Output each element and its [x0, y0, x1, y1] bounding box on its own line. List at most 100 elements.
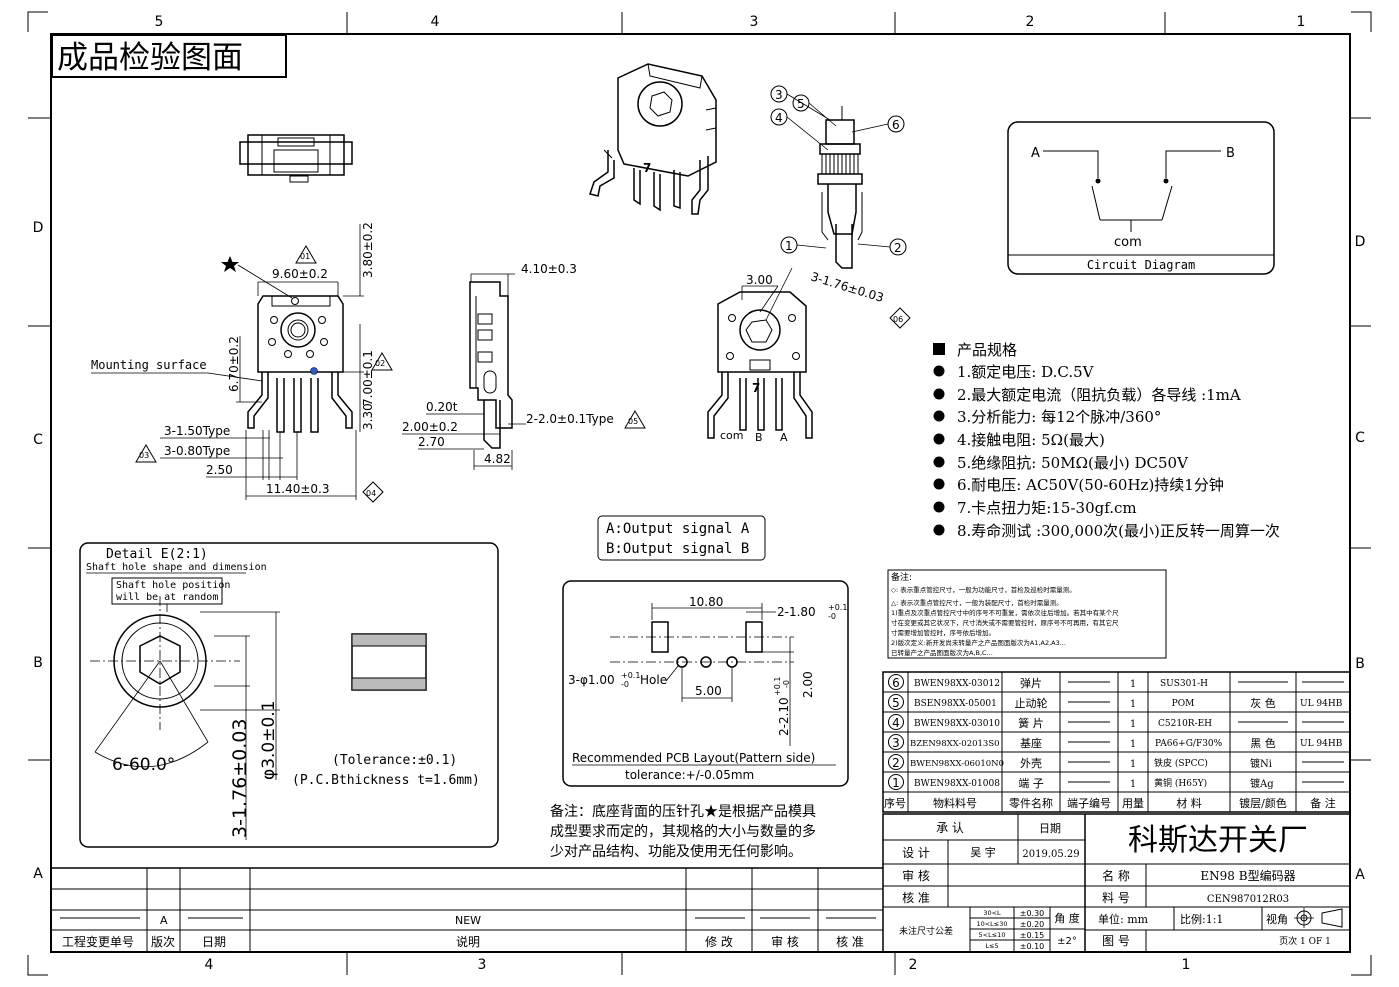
spec-item-5: 5.绝缘阻抗: 50MΩ(最小) DC50V [957, 454, 1189, 472]
zone-right-c: C [1355, 430, 1365, 446]
bom-name: 端 子 [1018, 777, 1044, 790]
pcb-layout: 10.80 2-1.80 +0.1 -0 3-φ1.00 +0.1 -0 Hol… [562, 580, 849, 787]
isometric-view: 7 [589, 63, 717, 215]
dim-width-4-82: 4.82 [484, 452, 511, 466]
tb-drawing-no-label: 图 号 [1102, 934, 1130, 948]
bom-table: 6 BWEN98XX-03012 弹片 1 SUS301-H 5 BSEN98X… [882, 671, 1351, 813]
notes-line-7: 已转量产之产品图面版次为A,B,C... [891, 648, 993, 657]
star-icon [221, 256, 239, 272]
bom-finish: 镀Ag [1250, 777, 1274, 790]
tb-check-label: 审 核 [902, 868, 930, 883]
bom-no: 3 [892, 736, 900, 750]
zone-right-b: B [1355, 656, 1365, 672]
bom-no: 2 [892, 756, 900, 770]
bom-row: 4 BWEN98XX-03010 簧 片 1 C5210R-EH [888, 714, 1212, 730]
dim-height-6-70: 6.70±0.2 [227, 336, 241, 392]
bom-header-terminal: 端子编号 [1067, 796, 1111, 810]
callout-2: 2 [894, 241, 902, 255]
output-signal-b: B:Output signal B [606, 541, 749, 557]
bom-pn: BWEN98XX-03010 [914, 719, 1000, 729]
bom-header-pn: 物料料号 [933, 796, 977, 810]
title-block: 承 认 日期 科斯达开关厂 设 计 吴 宇 2019.05.29 审 核 名 称… [882, 813, 1351, 953]
notes-title: 备注: [891, 571, 912, 583]
pcb-width-1-80: 2-1.80 [777, 605, 816, 619]
tb-angle-label: 角 度 [1054, 911, 1080, 925]
zone-bottom-4: 4 [205, 957, 214, 973]
spec-item-6: 6.耐电压: AC50V(50-60Hz)持续1分钟 [957, 476, 1224, 494]
zone-left-b: B [33, 655, 43, 671]
tb-pn-value: CEN987012R03 [1207, 894, 1289, 905]
bom-material: 黄铜 (H65Y) [1154, 777, 1207, 789]
zone-left-a: A [33, 866, 43, 882]
notes-line-1: ◇: 表示重点管控尺寸，一般为功能尺寸，首检及巡检时需量测。 [891, 585, 1076, 594]
specs-bullet-square [933, 343, 945, 355]
pin-com-label: com [720, 429, 744, 442]
zone-left-d: D [33, 220, 44, 236]
detail-note-1: Shaft hole position [116, 580, 230, 591]
notes-line-2: △: 表示次重点管控尺寸，一般为装配尺寸，首检时需量测。 [891, 598, 1063, 607]
specs-heading: 产品规格 [957, 341, 1017, 359]
tb-tol-range: 5<L≤10 [979, 931, 1006, 939]
circuit-b-label: B [1226, 146, 1235, 161]
detail-tolerance: (Tolerance:±0.1) [332, 753, 457, 768]
tb-tol-range: 10<L≤30 [976, 920, 1007, 928]
tb-approve-label: 承 认 [936, 821, 964, 835]
bom-name: 簧 片 [1018, 716, 1044, 730]
spec-item-4: 4.接触电阻: 5Ω(最大) [957, 431, 1105, 449]
bom-header-no: 序号 [884, 796, 906, 810]
tb-tol-val: ±0.30 [1020, 909, 1045, 918]
side-view: 4.10±0.3 0.20t 2.00±0.2 2.70 4.82 2-2.0±… [402, 262, 646, 470]
spec-item-3: 3.分析能力: 每12个脉冲/360° [957, 408, 1161, 426]
bom-finish: 镀Ni [1250, 757, 1272, 770]
pin-b-label: B [755, 431, 763, 444]
spec-item-8: 8.寿命测试 :300,000次(最小)正反转一周算一次 [957, 522, 1280, 540]
bom-material: 铁皮 (SPCC) [1154, 757, 1208, 769]
remark-line-1: 备注：底座背面的压针孔★是根据产品模具 [550, 803, 816, 820]
bom-qty: 1 [1130, 719, 1136, 730]
notes-line-4: 寸在变更或其它状况下，尺寸消失或不需要管控时，原序号不可再用，有其它尺 [891, 618, 1119, 627]
remark-line-2: 成型要求而定的，其规格的大小与数量的多 [550, 823, 816, 840]
dim-width-2-00: 2.00±0.2 [402, 420, 458, 434]
dim-type-2-0: 2-2.0±0.1Type [526, 412, 614, 426]
revision-block: A NEW 工程变更单号 版次 日期 说明 修 改 审 核 核 准 [51, 867, 883, 952]
label-mounting-surface: Mounting surface [91, 358, 207, 372]
badge-01: 01 [300, 252, 310, 261]
rev-header-desc: 说明 [456, 934, 480, 949]
projection-symbol-icon [1294, 908, 1343, 928]
bom-pn: BSEN98XX-05001 [914, 699, 997, 709]
detail-pcb-thickness: (P.C.Bthickness t=1.6mm) [292, 773, 480, 788]
sheet-frame: 5 4 3 2 1 4 3 2 1 D C B A D C B A [27, 11, 1372, 976]
tb-date: 2019.05.29 [1022, 849, 1079, 860]
callout-6: 6 [892, 118, 900, 132]
bom-pn: BWEN98XX-06010N0 [910, 759, 1004, 769]
detail-radius-label: 3-1.76±0.03 [229, 719, 251, 838]
dim-width-9-60: 9.60±0.2 [272, 267, 328, 281]
zone-bottom-2: 2 [909, 957, 918, 973]
badge-04: 04 [366, 489, 376, 498]
bom-header-name: 零件名称 [1009, 796, 1053, 810]
notes-line-6: 2)版次定义:新开发尚未转量产之产品图面版次为A1,A2,A3... [891, 638, 1066, 647]
bom-pn: BWEN98XX-03012 [914, 679, 1000, 689]
bom-row: 6 BWEN98XX-03012 弹片 1 SUS301-H [888, 674, 1208, 690]
output-signal-box: A:Output signal A B:Output signal B [597, 515, 766, 561]
bom-name: 弹片 [1020, 676, 1042, 690]
iso-mark: 7 [643, 161, 651, 175]
pcb-h-tol-sub: -0 [782, 680, 791, 688]
detail-e: Detail E(2:1) Shaft hole shape and dimen… [79, 542, 499, 848]
spec-item-2: 2.最大额定电流（阻抗负载）各导线 :1mA [957, 386, 1241, 404]
spec-item-1: 1.额定电压: D.C.5V [957, 363, 1095, 381]
page-title: 成品检验图面 [57, 40, 243, 76]
dim-thickness-0-20: 0.20t [426, 400, 458, 414]
title-box [51, 34, 287, 78]
remark-line-3: 少对产品结构、功能及使用无任何影响。 [550, 843, 802, 860]
bom-header-qty: 用量 [1122, 797, 1144, 810]
callout-3: 3 [775, 88, 783, 102]
pcb-hole-tol-sup: +0.1 [621, 671, 640, 680]
tb-date-label: 日期 [1039, 822, 1061, 835]
bom-material: POM [1172, 699, 1195, 709]
detail-note-2: will be at random [116, 592, 218, 603]
notes-line-5: 寸需要增加管控时，序号依后增加。 [891, 628, 995, 637]
circuit-com-label: com [1114, 235, 1142, 250]
dim-height-3-30: 3.30 [361, 403, 375, 430]
notes-box: 备注: ◇: 表示重点管控尺寸，一般为功能尺寸，首检及巡检时需量测。 △: 表示… [887, 569, 1167, 659]
